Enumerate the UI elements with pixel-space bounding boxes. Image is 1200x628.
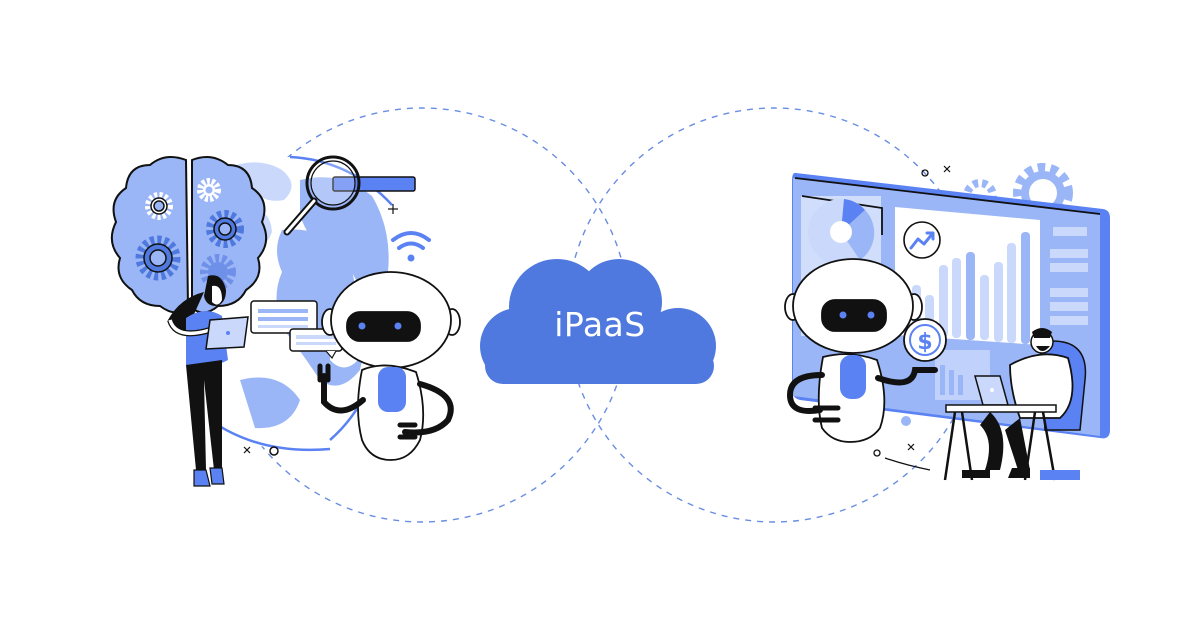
coin-symbol: $ (917, 330, 932, 355)
dot-decoration (873, 449, 881, 457)
dollar-coin-icon: $ (903, 318, 947, 362)
wifi-icon (391, 231, 431, 262)
robot-right (784, 258, 938, 443)
search-bar (332, 176, 416, 192)
dot-decoration (921, 169, 929, 177)
gear-icon (197, 178, 221, 202)
ipaas-label: iPaaS (554, 305, 646, 344)
gear-icon (135, 235, 181, 281)
bar-chart (912, 232, 1030, 344)
cloud-icon (480, 259, 716, 384)
robot-left (317, 271, 461, 461)
sparkle-icon (943, 165, 951, 173)
sparkle-icon (907, 443, 915, 451)
floor-line (884, 457, 931, 471)
trend-badge (903, 221, 941, 259)
woman-with-tablet (167, 275, 249, 487)
gear-icon (145, 192, 173, 220)
sparkle-icon (388, 204, 398, 214)
left-scene (110, 155, 461, 487)
gear-icon (206, 210, 244, 248)
side-list (1050, 227, 1088, 325)
dot-decoration (269, 446, 279, 456)
right-scene: $ (784, 163, 1110, 481)
magnifier-icon (283, 155, 361, 236)
chat-bubble (250, 300, 318, 334)
sparkle-icon (243, 446, 251, 454)
man-at-laptop-desk (943, 328, 1087, 481)
